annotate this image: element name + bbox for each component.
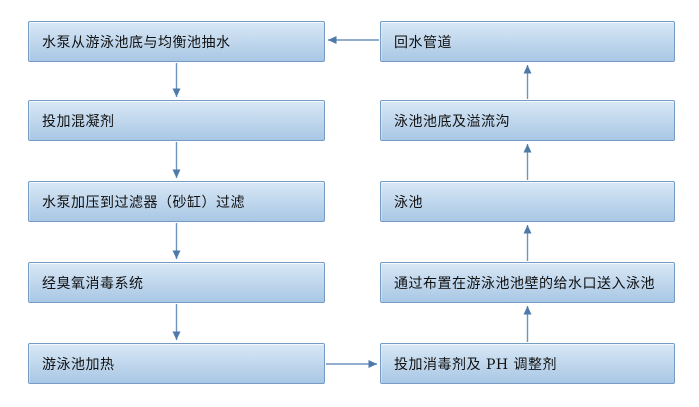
node-ozone-disinfection: 经臭氧消毒系统 <box>28 262 325 303</box>
node-pool-heating: 游泳池加热 <box>28 343 325 384</box>
node-return-pipe: 回水管道 <box>380 21 675 62</box>
node-add-disinfectant: 投加消毒剂及 PH 调整剂 <box>380 343 675 384</box>
node-pool-bottom-overflow: 泳池池底及溢流沟 <box>380 100 675 141</box>
node-wall-inlets: 通过布置在游泳池池壁的给水口送入泳池 <box>380 262 675 303</box>
node-pump-intake: 水泵从游泳池底与均衡池抽水 <box>28 21 325 62</box>
node-pool: 泳池 <box>380 181 675 222</box>
node-pressure-filter: 水泵加压到过滤器（砂缸）过滤 <box>28 181 325 222</box>
node-add-coagulant: 投加混凝剂 <box>28 100 325 141</box>
